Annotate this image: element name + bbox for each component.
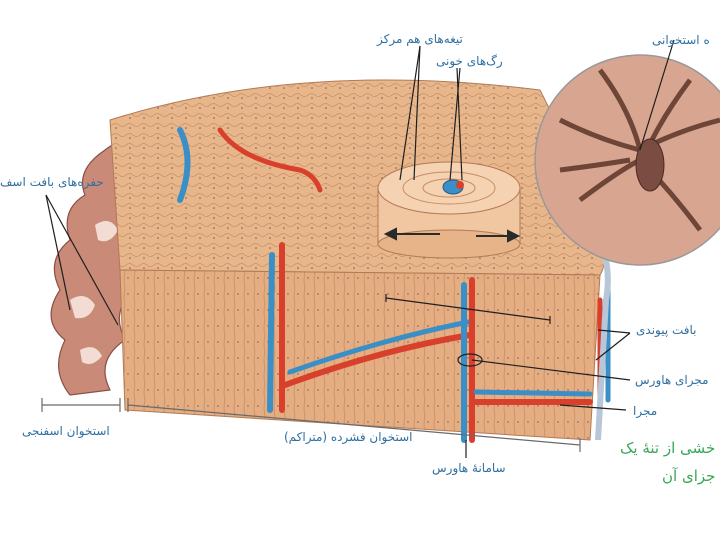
- label-compact-bone: استخوان فشرده (متراکم): [284, 430, 413, 444]
- brackets: [41, 398, 581, 452]
- label-spongy-bone: استخوان اسفنجی: [22, 424, 110, 438]
- magnified-bone-cells: [534, 54, 720, 266]
- label-concentric-lamellae: تیغه‌های هم مرکز: [377, 32, 463, 46]
- pointer-lines: [45, 39, 675, 458]
- caption-line-2: جزای آن: [662, 467, 716, 485]
- label-blood-vessels: رگ‌های خونی: [436, 54, 503, 68]
- bone-front-face: [119, 269, 601, 441]
- label-canal: مجرا: [633, 404, 658, 418]
- caption-line-1: خشی از تنهٔ یک: [620, 439, 716, 457]
- osteon-cylinder: [377, 161, 521, 259]
- label-bone-cell: ه استخوانی: [652, 33, 710, 47]
- label-spongy-cavities: حفره‌های بافت اسف: [0, 175, 104, 189]
- width-arrows: [383, 227, 521, 243]
- label-connective-tissue: بافت پیوندی: [636, 323, 697, 337]
- label-haversian-canal: مجرای هاورس: [635, 373, 709, 387]
- label-haversian-system: سامانهٔ هاورس: [432, 461, 506, 475]
